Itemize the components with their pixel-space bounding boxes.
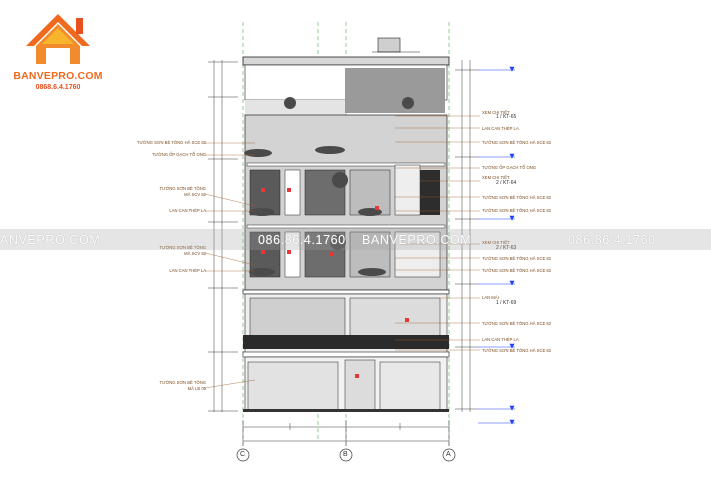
grid-axis-label-a: A xyxy=(446,451,451,458)
right-label-10: XEM CHI TIẾT xyxy=(482,240,510,245)
right-label-11: 2 / KT-63 xyxy=(496,245,517,251)
left-label-9: TƯỜNG SƠN BÊ TÔNG xyxy=(159,380,206,385)
watermark-band xyxy=(0,229,711,250)
brand-name: BANVEPRO.COM xyxy=(13,70,103,82)
left-label-4: MÃ SCV 82 xyxy=(184,192,206,197)
right-label-2: 1 / KT-65 xyxy=(496,114,517,120)
left-label-8: LAN CAN THÉP LA xyxy=(169,268,206,273)
grid-axis-bubbles xyxy=(236,448,456,462)
banvepro-logo: BANVEPRO.COM 0868.6.4.1760 xyxy=(8,12,108,98)
bottom-dimension-lines xyxy=(242,420,450,446)
left-label-3: TƯỜNG SƠN BÊ TÔNG xyxy=(159,186,206,191)
right-label-9: TƯỜNG SƠN BÊ TÔNG HÃ SCE 82 xyxy=(482,208,552,213)
right-label-7: 2 / KT-64 xyxy=(496,180,517,186)
left-label-5: LAN CAN THÉP LA xyxy=(169,208,206,213)
house-roof-icon xyxy=(26,14,90,64)
left-label-7: MÃ SCV 82 xyxy=(184,251,206,256)
right-label-18: TƯỜNG SƠN BÊ TÔNG HÃ SCE 82 xyxy=(482,348,552,353)
right-label-16: TƯỜNG SƠN BÊ TÔNG HÃ SCE 82 xyxy=(482,321,552,326)
left-dimension-lines xyxy=(208,60,238,412)
right-label-17: LAN CAN THÉP LA xyxy=(482,337,519,342)
right-dimension-lines xyxy=(455,60,478,412)
red-marker-blocks xyxy=(261,188,409,378)
right-leader-lines xyxy=(395,115,480,351)
right-label-13: TƯỜNG SƠN BÊ TÔNG HÃ SCE 82 xyxy=(482,268,552,273)
right-label-6: XEM CHI TIẾT xyxy=(482,175,510,180)
right-label-1: XEM CHI TIẾT xyxy=(482,110,510,115)
right-label-8: TƯỜNG SƠN BÊ TÔNG HÃ SCE 82 xyxy=(482,195,552,200)
left-label-10: MÃ LB 05 xyxy=(187,386,206,391)
right-label-5: TƯỜNG ỐP GẠCH TỔ ONG xyxy=(482,165,537,170)
watermark-right-phone: 086.86.4.1760 xyxy=(568,233,656,247)
grid-axis-label-b: B xyxy=(343,451,348,458)
plant-decorations xyxy=(244,97,414,276)
level-markers xyxy=(478,66,515,425)
right-label-4: TƯỜNG SƠN BÊ TÔNG HÃ SCE 82 xyxy=(482,140,552,145)
right-label-3: LAN CAN THÉP LA xyxy=(482,126,519,131)
right-label-12: TƯỜNG SƠN BÊ TÔNG HÃ SCE 82 xyxy=(482,256,552,261)
watermark-center-phone: 086.86.4.1760 xyxy=(258,233,346,247)
left-label-1: TƯỜNG SƠN BÊ TÔNG HÃ SCE 82 xyxy=(136,140,206,145)
brand-phone: 0868.6.4.1760 xyxy=(35,84,81,91)
grid-axis-label-c: C xyxy=(240,451,246,458)
left-label-6: TƯỜNG SƠN BÊ TÔNG xyxy=(159,245,206,250)
watermark-left: ANVEPRO.COM xyxy=(0,233,101,247)
watermark-center-brand: BANVEPRO.COM xyxy=(362,233,472,247)
right-label-15: 1 / KT-69 xyxy=(496,300,517,306)
building-facade xyxy=(242,37,450,412)
right-label-14: LAN MÁI xyxy=(482,295,499,300)
left-leader-lines xyxy=(204,142,256,389)
left-label-2: TƯỜNG ỐP GẠCH TỔ ONG xyxy=(151,152,206,157)
